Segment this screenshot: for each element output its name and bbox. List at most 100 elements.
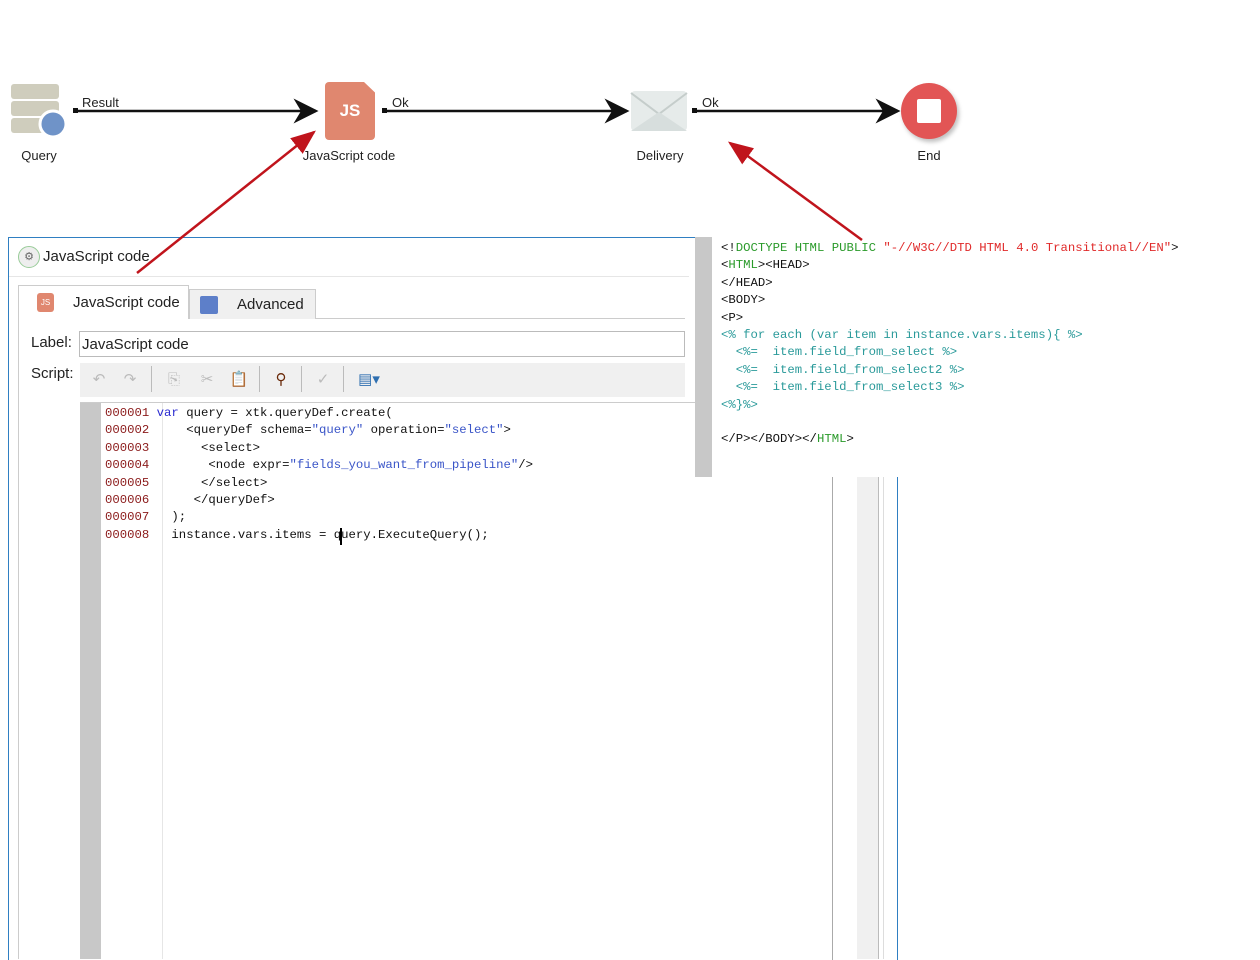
workflow-node-end[interactable] bbox=[901, 83, 957, 139]
paste-icon[interactable]: 📋 bbox=[229, 371, 249, 388]
stop-icon bbox=[917, 99, 941, 123]
dialog-title: JavaScript code bbox=[43, 248, 150, 265]
code-line: 000001 var query = xtk.queryDef.create( bbox=[105, 405, 533, 422]
transition-ok-2[interactable] bbox=[692, 98, 901, 124]
html-token: </P></BODY></ bbox=[721, 432, 817, 447]
code-token: "query" bbox=[311, 423, 364, 438]
line-number: 000001 bbox=[105, 406, 150, 420]
copy-icon[interactable]: ⎘ bbox=[167, 370, 180, 388]
tab-javascript-code[interactable]: JS JavaScript code bbox=[18, 285, 189, 319]
node-label-end: End bbox=[917, 148, 941, 163]
html-token: HTML bbox=[816, 432, 847, 447]
toolbar-separator bbox=[151, 366, 152, 392]
html-line: </P></BODY></HTML> bbox=[721, 431, 1179, 448]
js-file-icon: JS bbox=[37, 293, 54, 312]
editor-gutter bbox=[695, 237, 712, 477]
code-line: 000002 <queryDef schema="query" operatio… bbox=[105, 422, 533, 439]
html-token: "-//W3C//DTD HTML 4.0 Transitional//EN" bbox=[875, 241, 1172, 255]
html-line: <!DOCTYPE HTML PUBLIC "-//W3C//DTD HTML … bbox=[721, 240, 1179, 257]
html-line bbox=[721, 414, 1179, 431]
script-toolbar bbox=[80, 363, 685, 397]
code-token: query = xtk.queryDef.create( bbox=[178, 406, 393, 420]
html-token: </HEAD> bbox=[721, 275, 773, 290]
envelope-icon bbox=[630, 91, 688, 131]
html-line: </HEAD> bbox=[721, 275, 1179, 292]
database-icon bbox=[11, 84, 68, 139]
label-input[interactable] bbox=[79, 331, 685, 357]
tab-label: Advanced bbox=[237, 296, 304, 313]
line-number: 000002 bbox=[105, 423, 150, 438]
code-token: instance.vars.items = query.ExecuteQuery… bbox=[156, 527, 489, 542]
html-token: HTML bbox=[728, 258, 758, 273]
html-token: <P> bbox=[721, 310, 744, 325]
html-line: <% for each (var item in instance.vars.i… bbox=[721, 327, 1179, 344]
node-label-delivery: Delivery bbox=[636, 148, 684, 163]
html-token: <%}%> bbox=[721, 397, 758, 412]
transition-ok-1[interactable] bbox=[382, 98, 630, 124]
redo-icon[interactable]: ↷ bbox=[123, 371, 137, 388]
insert-field-icon[interactable]: ▤▾ bbox=[358, 371, 380, 388]
tab-advanced[interactable]: Advanced bbox=[189, 289, 316, 319]
js-file-icon: JS bbox=[339, 101, 361, 120]
line-number: 000007 bbox=[105, 510, 150, 525]
workflow-node-query[interactable] bbox=[10, 82, 70, 142]
code-token: > bbox=[503, 423, 511, 438]
check-icon[interactable]: ✓ bbox=[316, 371, 330, 388]
cut-icon[interactable]: ✂ bbox=[200, 371, 214, 388]
code-token: "select" bbox=[444, 423, 504, 438]
html-line: <%= item.field_from_select3 %> bbox=[721, 379, 1179, 396]
transition-result[interactable] bbox=[73, 98, 319, 124]
code-token: </select> bbox=[156, 475, 268, 490]
scrollbar-track[interactable] bbox=[857, 477, 879, 959]
toolbar-separator bbox=[259, 366, 260, 392]
delivery-html-editor[interactable] bbox=[695, 237, 1260, 477]
transition-label-result: Result bbox=[82, 95, 119, 110]
toolbar-separator bbox=[343, 366, 344, 392]
html-token: < bbox=[721, 258, 729, 273]
divider bbox=[883, 477, 884, 959]
code-token: var bbox=[156, 406, 179, 420]
tab-panel bbox=[18, 285, 686, 959]
html-line: <%= item.field_from_select %> bbox=[721, 344, 1179, 361]
code-token: operation= bbox=[363, 423, 445, 438]
html-token: <! bbox=[721, 241, 736, 255]
tab-label: JavaScript code bbox=[73, 294, 180, 311]
code-token: <select> bbox=[156, 440, 260, 455]
text-cursor bbox=[340, 528, 342, 545]
workflow-node-delivery[interactable] bbox=[630, 90, 690, 134]
node-label-javascript: JavaScript code bbox=[302, 148, 396, 163]
code-line: 000004 <node expr="fields_you_want_from_… bbox=[105, 457, 533, 474]
transition-label-ok: Ok bbox=[392, 95, 409, 110]
code-token: /> bbox=[518, 458, 534, 473]
divider bbox=[9, 276, 689, 277]
code-token: </queryDef> bbox=[156, 492, 275, 507]
code-line: 000006 </queryDef> bbox=[105, 492, 533, 509]
find-icon[interactable]: ⚲ bbox=[275, 371, 287, 388]
line-number: 000008 bbox=[105, 527, 150, 542]
script-editor[interactable] bbox=[80, 402, 833, 960]
workflow-node-javascript[interactable]: JS bbox=[325, 82, 375, 140]
activity-icon: ⚙ bbox=[18, 246, 40, 268]
code-line: 000007 ); bbox=[105, 509, 533, 526]
html-token: DOCTYPE HTML PUBLIC bbox=[735, 241, 876, 255]
html-token: <BODY> bbox=[721, 293, 766, 308]
editor-gutter bbox=[80, 403, 101, 959]
code-token: <node expr= bbox=[156, 458, 290, 473]
html-token: <%= item.field_from_select2 %> bbox=[721, 362, 965, 377]
node-label-query: Query bbox=[21, 148, 57, 163]
code-line: 000005 </select> bbox=[105, 475, 533, 492]
transition-label-ok: Ok bbox=[702, 95, 719, 110]
undo-icon[interactable]: ↶ bbox=[92, 371, 106, 388]
html-lines: <!DOCTYPE HTML PUBLIC "-//W3C//DTD HTML … bbox=[721, 240, 1179, 449]
line-number: 000004 bbox=[105, 458, 150, 473]
advanced-settings-icon bbox=[200, 295, 218, 314]
html-line: <%}%> bbox=[721, 397, 1179, 414]
html-token: > bbox=[1171, 241, 1179, 255]
html-line: <P> bbox=[721, 310, 1179, 327]
tab-strip-line bbox=[189, 318, 685, 319]
toolbar-separator bbox=[301, 366, 302, 392]
script-caption: Script: bbox=[31, 365, 74, 382]
line-number: 000006 bbox=[105, 492, 150, 507]
html-token: ><HEAD> bbox=[757, 258, 810, 273]
